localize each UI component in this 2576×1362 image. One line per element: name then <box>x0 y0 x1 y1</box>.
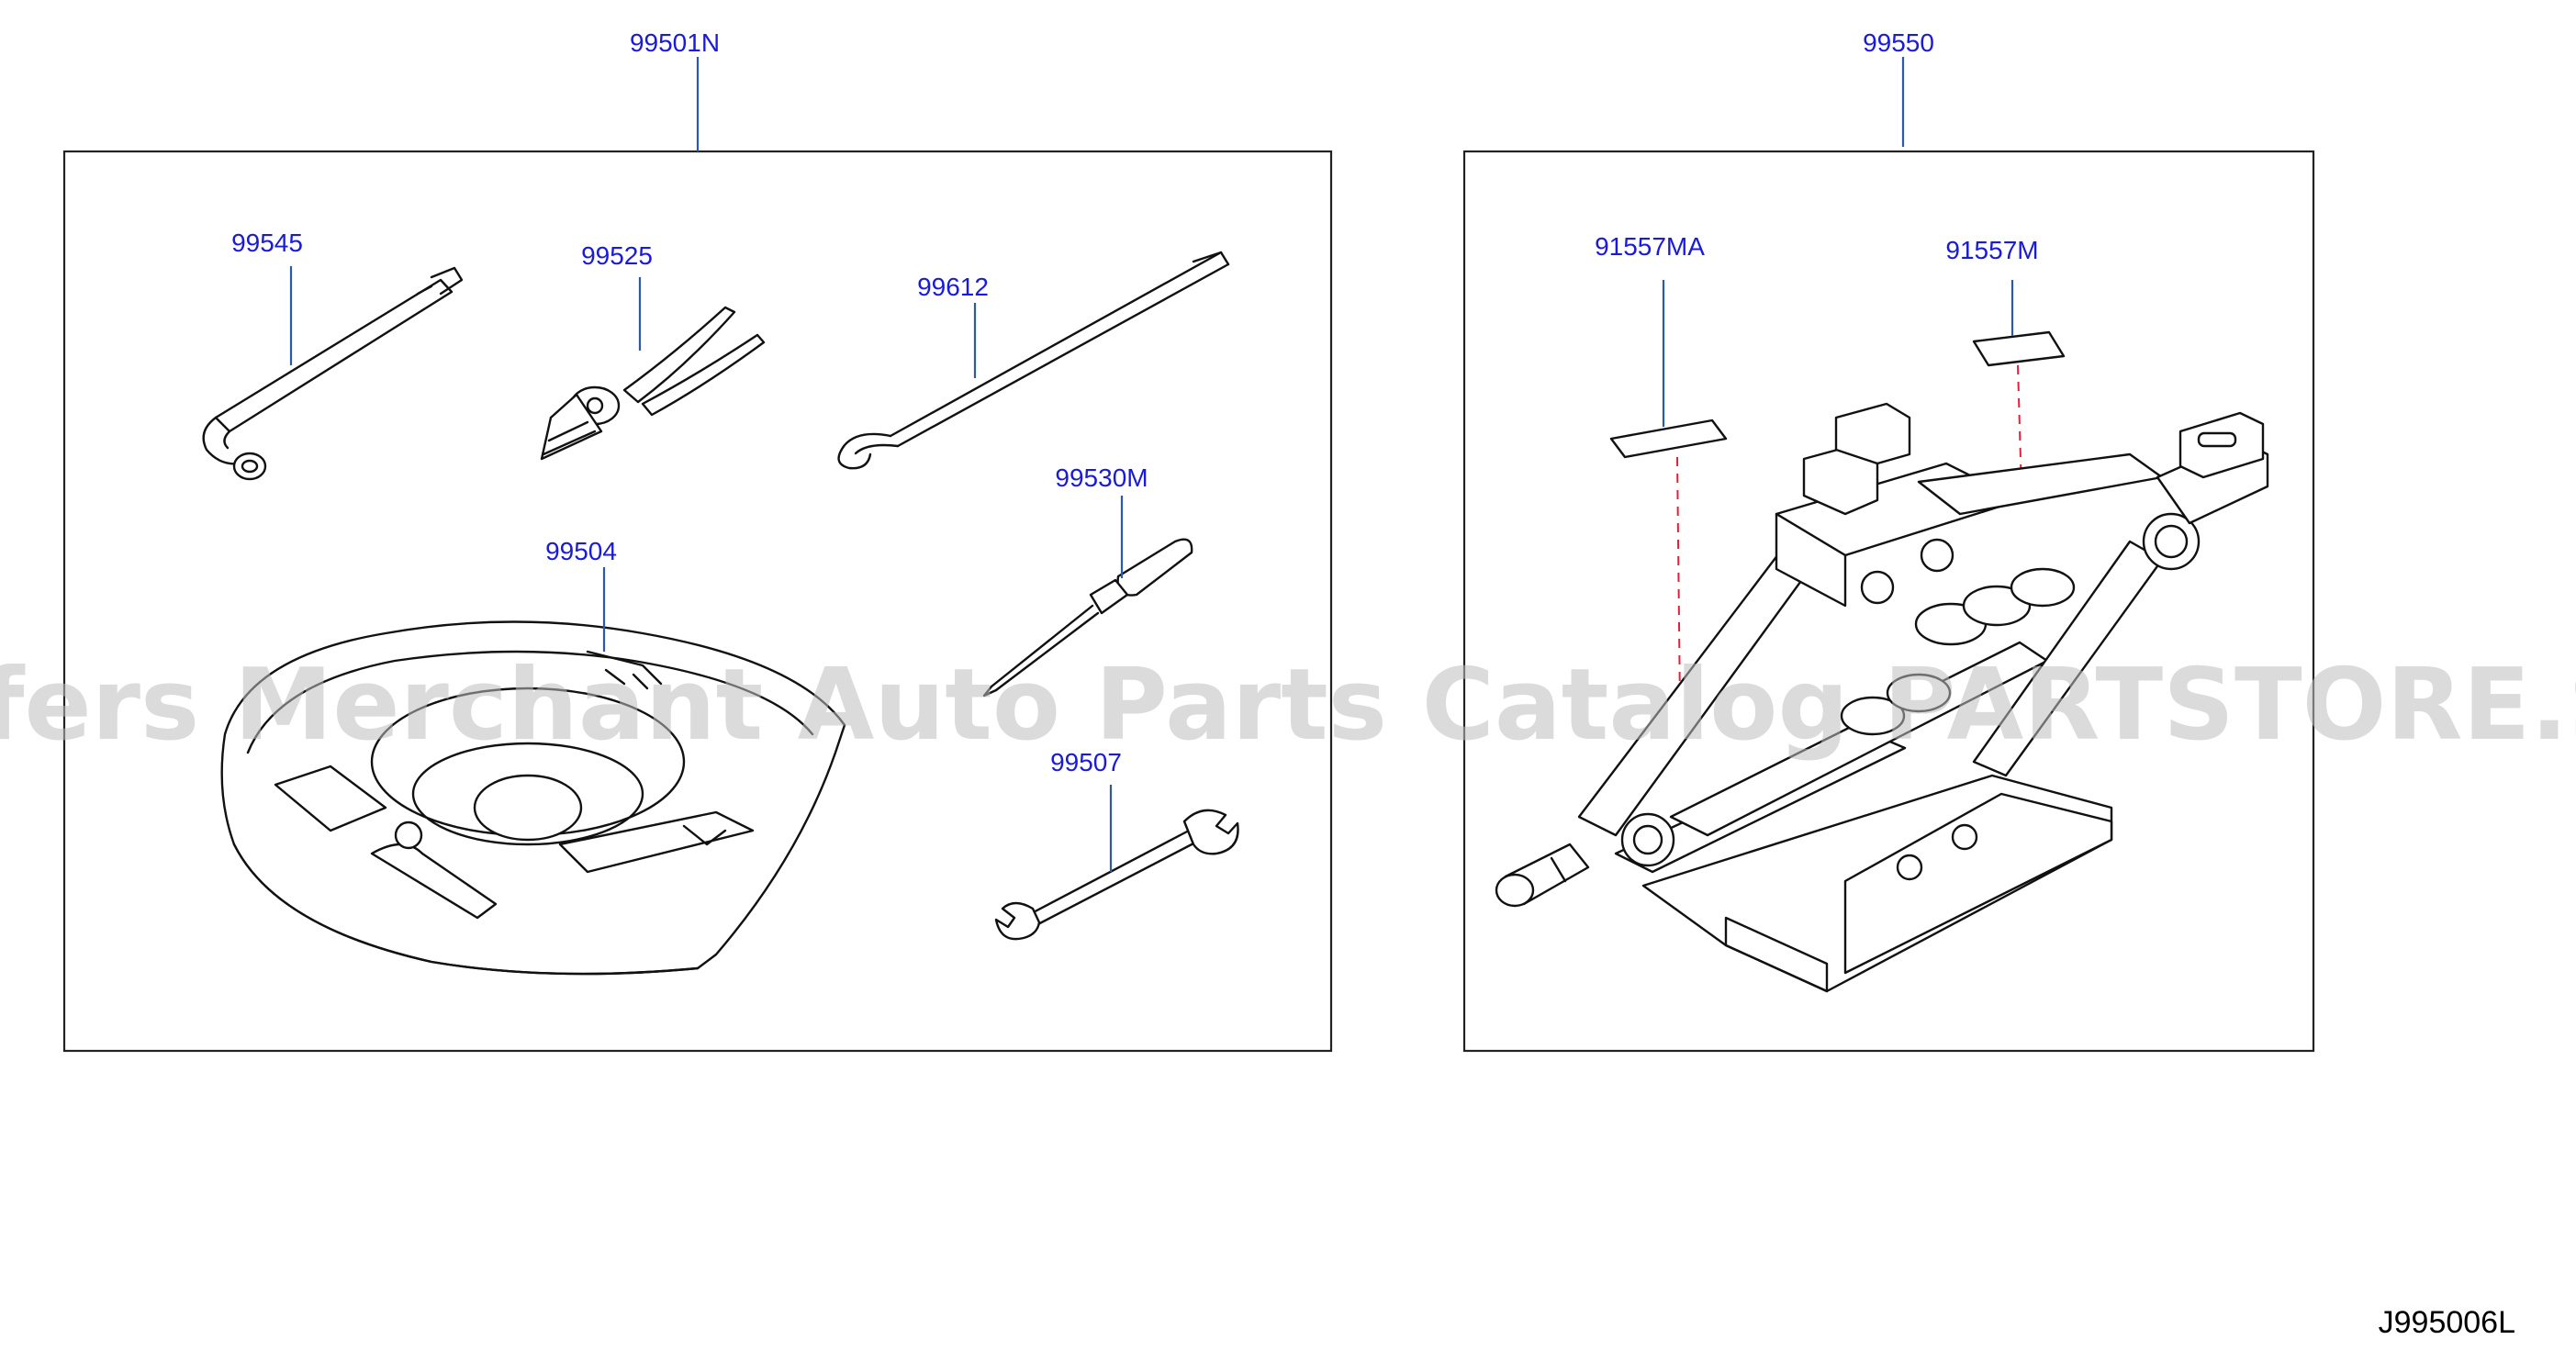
tool-tray-drawing <box>220 620 846 976</box>
spanner-number[interactable]: 99507 <box>1050 748 1122 776</box>
jack-number[interactable]: 99550 <box>1863 28 1934 57</box>
screwdriver-number[interactable]: 99530M <box>1055 463 1148 492</box>
label-b-sticker <box>1972 330 2066 367</box>
hook-bar-drawing <box>837 251 1230 470</box>
spanner-drawing <box>994 809 1239 941</box>
pliers-number[interactable]: 99525 <box>581 241 653 270</box>
hook-bar-number[interactable]: 99612 <box>917 273 989 301</box>
label-a-dashed-line <box>1676 456 1681 708</box>
label-a-sticker <box>1609 419 1728 459</box>
wheel-nut-wrench-number[interactable]: 99545 <box>231 229 303 257</box>
diagram-code: J995006L <box>2379 1305 2515 1340</box>
pliers-drawing <box>540 306 766 461</box>
screwdriver-drawing <box>982 538 1193 698</box>
tool-tray-number[interactable]: 99504 <box>545 537 617 565</box>
tool-kit-number[interactable]: 99501N <box>630 28 720 57</box>
label-b-number[interactable]: 91557M <box>1945 236 2038 264</box>
label-a-number[interactable]: 91557MA <box>1595 232 1705 261</box>
scissor-jack-drawing <box>1495 402 2269 993</box>
jack-frame <box>1462 150 2315 1053</box>
watermark: Offers Merchant Auto Parts Catalog PARTS… <box>0 648 2576 763</box>
wheel-nut-wrench-drawing <box>202 266 464 481</box>
